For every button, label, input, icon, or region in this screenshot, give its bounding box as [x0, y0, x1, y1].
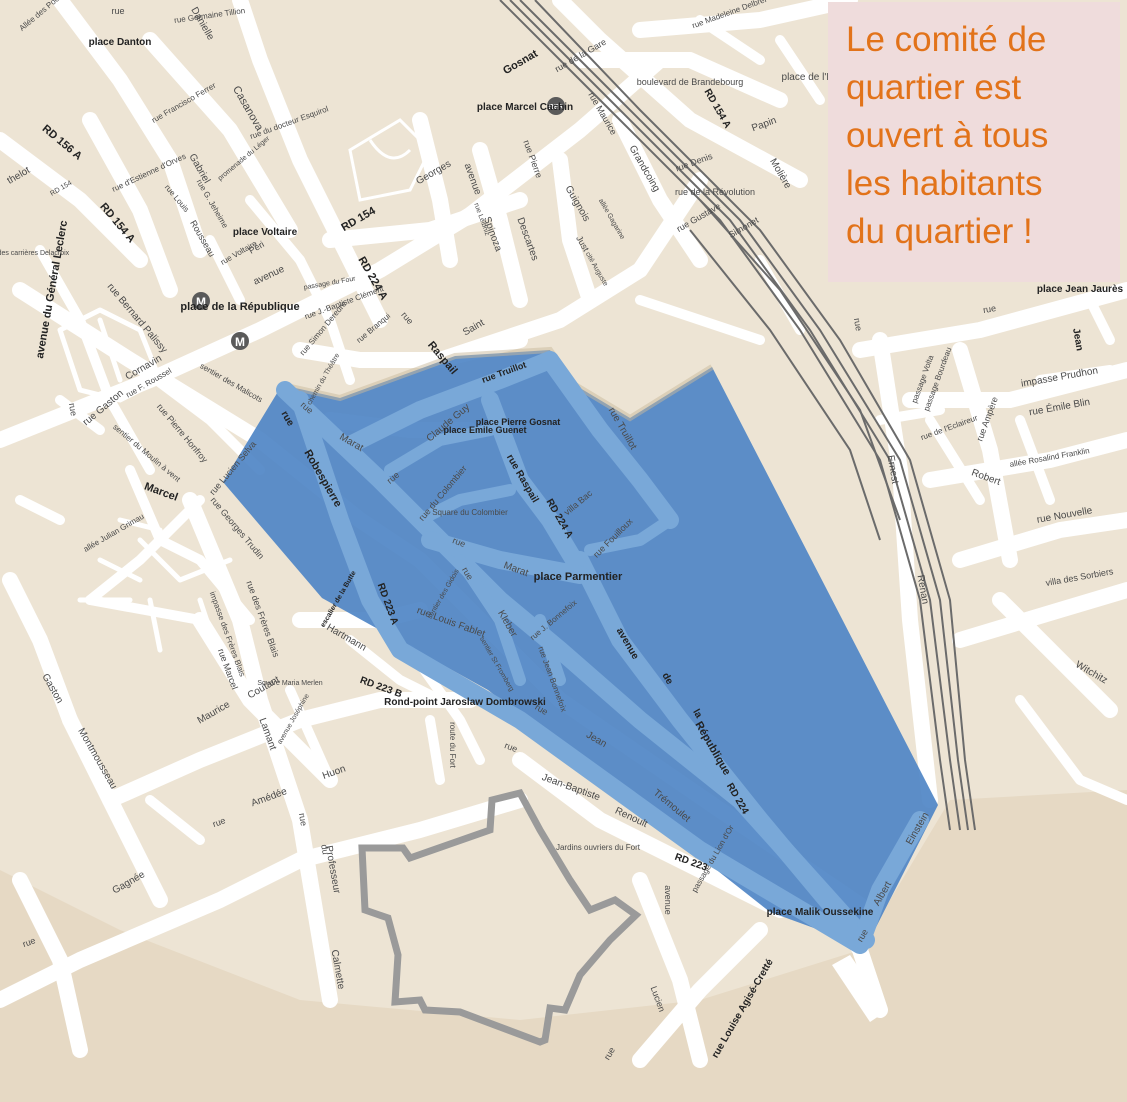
park-garden [348, 118, 432, 202]
map-label-ernest: Ernest [885, 454, 901, 485]
map-label-du: du [319, 844, 331, 856]
map-label-place-marcel-cachin: place Marcel Cachin [477, 102, 573, 113]
map-label-route-fort: route du Fort [448, 722, 457, 769]
map-label-rue-du: rue [297, 812, 309, 827]
neighbourhood-zone[interactable] [223, 346, 938, 954]
map-label-place-voltaire: place Voltaire [233, 227, 298, 238]
map-label-rue-amedee: rue [211, 815, 227, 829]
map-label-place-jean-jaures: place Jean Jaurès [1037, 284, 1124, 295]
map-label-rue-jean-baptiste: rue [503, 740, 519, 754]
callout-line: Le comité de [846, 20, 1047, 59]
fort-outline [358, 788, 642, 1046]
map-label-boulevard-brandebourg: boulevard de Brandebourg [637, 77, 744, 87]
map-label-rue-revolution: rue de la Révolution [675, 187, 755, 197]
map-label-rue-right: rue [982, 303, 997, 315]
map-label-place-danton: place Danton [89, 37, 152, 48]
map-label-rue-ernest: rue [852, 317, 864, 332]
map-label-allee-carrieres: allée des carrières Delacroix [0, 250, 70, 257]
bottom-spur [832, 955, 888, 1022]
map-label-place-emile-guenet: place Emile Guenet [443, 425, 526, 435]
map-label-place-republique: place de la République [180, 301, 299, 313]
callout-line: les habitants [846, 164, 1043, 203]
callout-line: quartier est [846, 68, 1022, 107]
map-label-square-maria: Square Maria Merlen [257, 680, 322, 687]
railway-tracks [499, 0, 976, 831]
map-label-rue-bottom-left: rue [21, 935, 37, 949]
metro-m-icon[interactable]: M [192, 292, 210, 310]
map-label-de: de [659, 671, 675, 687]
map-label-avenue-lucien: avenue [663, 885, 673, 915]
map-label-rue-marat: rue [451, 535, 467, 549]
map-label-renan: Renan [914, 574, 930, 605]
svg-text:RER: RER [549, 104, 564, 111]
info-callout: Le comité de quartier est ouvert à tous … [828, 2, 1120, 282]
map-label-rue-left-edge: rue [67, 402, 79, 417]
callout-line: du quartier ! [846, 212, 1033, 251]
map-label-rue-top-left: rue [111, 6, 124, 16]
svg-text:M: M [196, 295, 206, 309]
map-open-area [0, 790, 1127, 1102]
map-label-jean-right: Jean [1070, 327, 1085, 351]
metro-m-icon[interactable]: M [231, 332, 249, 350]
map-label-jardins-ouvriers: Jardins ouvriers du Fort [556, 843, 641, 852]
map-label-place-parmentier: place Parmentier [534, 571, 623, 583]
map-label-square-colombier: Square du Colombier [432, 508, 508, 517]
zone-streets [276, 351, 929, 954]
callout-line: ouvert à tous [846, 116, 1049, 155]
svg-text:M: M [235, 335, 245, 349]
map-label-rond-point: Rond-point Jaroslaw Dombrowski [384, 697, 546, 708]
map-label-place-pierre-gosnat: place Pierre Gosnat [476, 417, 561, 427]
map-label-place-malik: place Malik Oussekine [767, 907, 874, 918]
zone-border-shade [281, 346, 714, 422]
rer-icon[interactable]: RER [547, 97, 565, 115]
